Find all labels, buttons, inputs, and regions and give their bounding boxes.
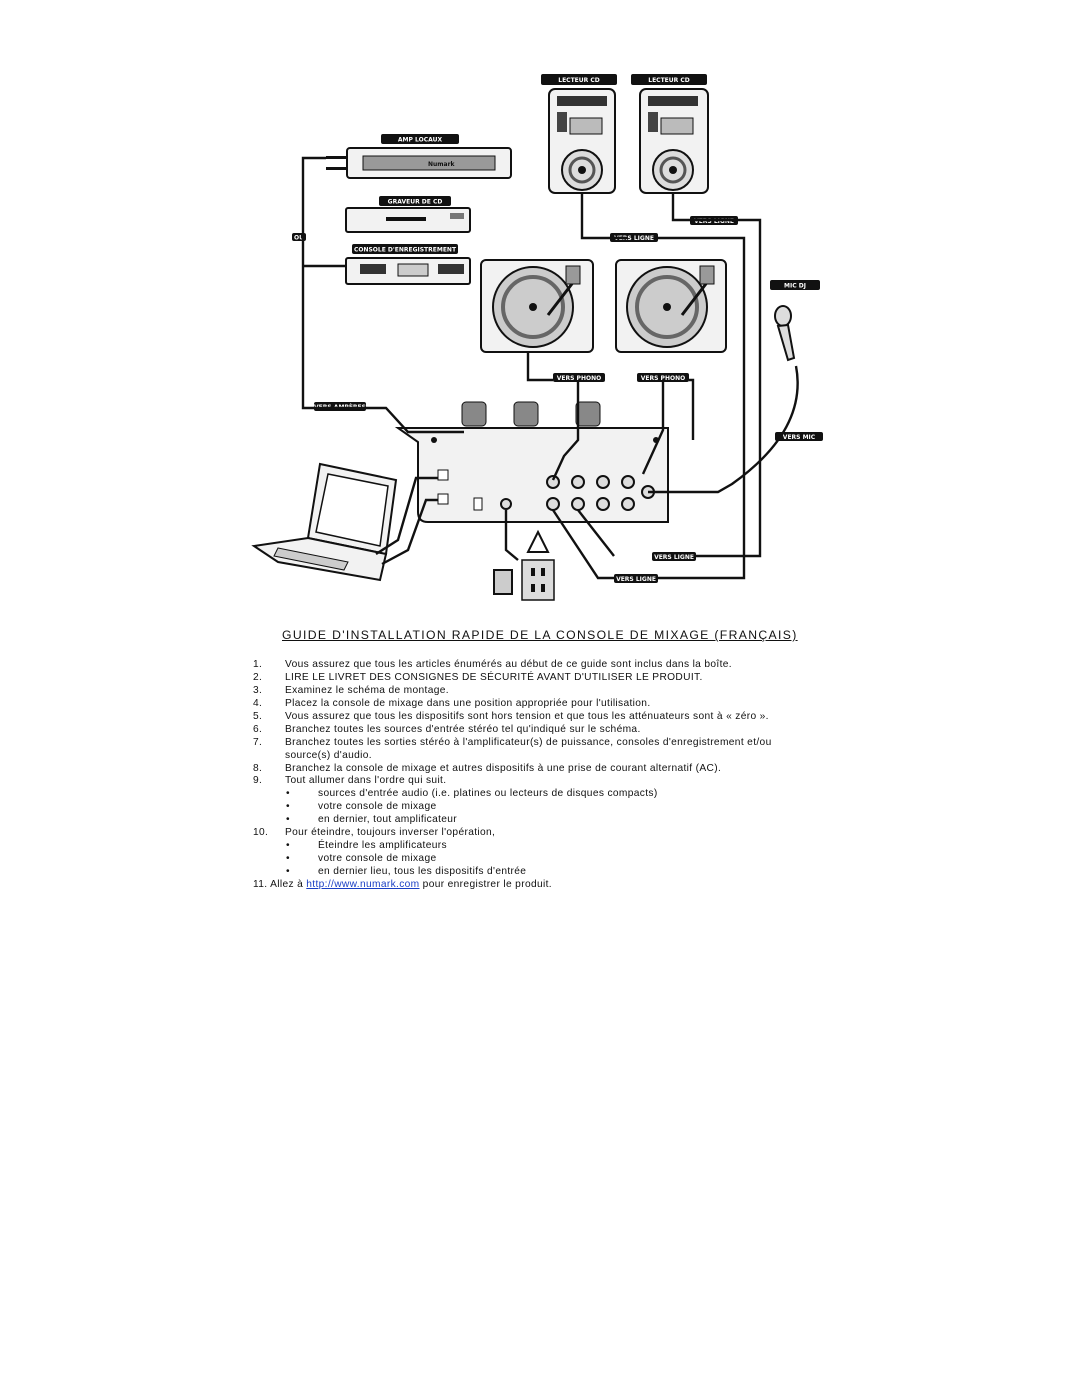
cd-player-1: LECTEUR CD — [541, 74, 617, 194]
cd-player-1-label: LECTEUR CD — [558, 77, 600, 84]
step-number: 1. — [253, 659, 263, 670]
bullet-text: Éteindre les amplificateurs — [318, 840, 447, 851]
step-text: Vous assurez que tous les articles énumé… — [285, 659, 732, 670]
bullet: • — [286, 853, 290, 864]
turntable-1 — [480, 259, 594, 353]
mixer-rear-panel — [394, 401, 669, 523]
guide-title: GUIDE D'INSTALLATION RAPIDE DE LA CONSOL… — [282, 628, 798, 642]
step-number: 7. — [253, 737, 263, 748]
step-text: LIRE LE LIVRET DES CONSIGNES DE SÉCURITÉ… — [285, 672, 703, 683]
connection-diagram: LECTEUR CD LECTEUR CD AMP LOCAUX Numark … — [251, 74, 823, 601]
bullet: • — [286, 866, 290, 877]
turntable-2 — [615, 259, 727, 353]
step-text: Examinez le schéma de montage. — [285, 685, 449, 696]
power-outlet — [493, 529, 555, 601]
step-text: Branchez la console de mixage et autres … — [285, 763, 722, 774]
mic-in-tag: VERS MIC — [783, 434, 816, 441]
line-tag-top: VERS LIGNE — [694, 218, 734, 225]
line-tag-bottom-1: VERS LIGNE — [654, 554, 694, 561]
laptop — [251, 462, 398, 582]
recording-console-label: CONSOLE D'ENREGISTREMENT — [354, 247, 457, 254]
step-11: 11. Allez à http://www.numark.com pour e… — [253, 879, 552, 891]
or-label: OU — [294, 235, 304, 242]
step-number: 4. — [253, 698, 263, 709]
step-text: source(s) d'audio. — [285, 750, 372, 761]
bullet: • — [286, 814, 290, 825]
step-text: Pour éteindre, toujours inverser l'opéra… — [285, 827, 496, 838]
step-number: 9. — [253, 775, 263, 786]
bullet: • — [286, 801, 290, 812]
recording-console: CONSOLE D'ENREGISTREMENT — [345, 244, 471, 285]
phono-tag-2: VERS PHONO — [641, 375, 685, 382]
step-number: 5. — [253, 711, 263, 722]
dj-microphone: MIC DJ — [770, 280, 820, 362]
phono-tag-1: VERS PHONO — [557, 375, 601, 382]
line-tag-bottom-2: VERS LIGNE — [616, 576, 656, 583]
step-number: 10. — [253, 827, 269, 838]
step-11-suffix: pour enregistrer le produit. — [419, 879, 552, 890]
cd-burner: GRAVEUR DE CD — [345, 196, 471, 233]
step-text: Branchez toutes les sorties stéréo à l'a… — [285, 737, 772, 748]
mic-dj-label: MIC DJ — [784, 283, 806, 290]
step-number: 8. — [253, 763, 263, 774]
cd-burner-label: GRAVEUR DE CD — [388, 199, 443, 206]
amplifier-label: AMP LOCAUX — [398, 137, 443, 144]
step-number: 6. — [253, 724, 263, 735]
step-11-prefix: 11. Allez à — [253, 879, 307, 890]
step-text: Tout allumer dans l'ordre qui suit. — [285, 775, 447, 786]
bullet: • — [286, 840, 290, 851]
amplifier-brand: Numark — [428, 161, 456, 168]
step-number: 2. — [253, 672, 263, 683]
bullet-text: votre console de mixage — [318, 853, 437, 864]
step-text: Branchez toutes les sources d'entrée sté… — [285, 724, 641, 735]
bullet-text: en dernier lieu, tous les dispositifs d'… — [318, 866, 527, 877]
line-tag-mid: VERS LIGNE — [614, 235, 654, 242]
step-number: 3. — [253, 685, 263, 696]
amplifier: AMP LOCAUX Numark — [326, 134, 512, 179]
numark-link[interactable]: http://www.numark.com — [306, 879, 420, 890]
step-text: Vous assurez que tous les dispositifs so… — [285, 711, 769, 722]
step-text: Placez la console de mixage dans une pos… — [285, 698, 651, 709]
cd-player-2-label: LECTEUR CD — [648, 77, 690, 84]
bullet-text: votre console de mixage — [318, 801, 437, 812]
bullet-text: sources d'entrée audio (i.e. platines ou… — [318, 788, 658, 799]
cd-player-2: LECTEUR CD — [631, 74, 709, 194]
bullet: • — [286, 788, 290, 799]
bullet-text: en dernier, tout amplificateur — [318, 814, 458, 825]
